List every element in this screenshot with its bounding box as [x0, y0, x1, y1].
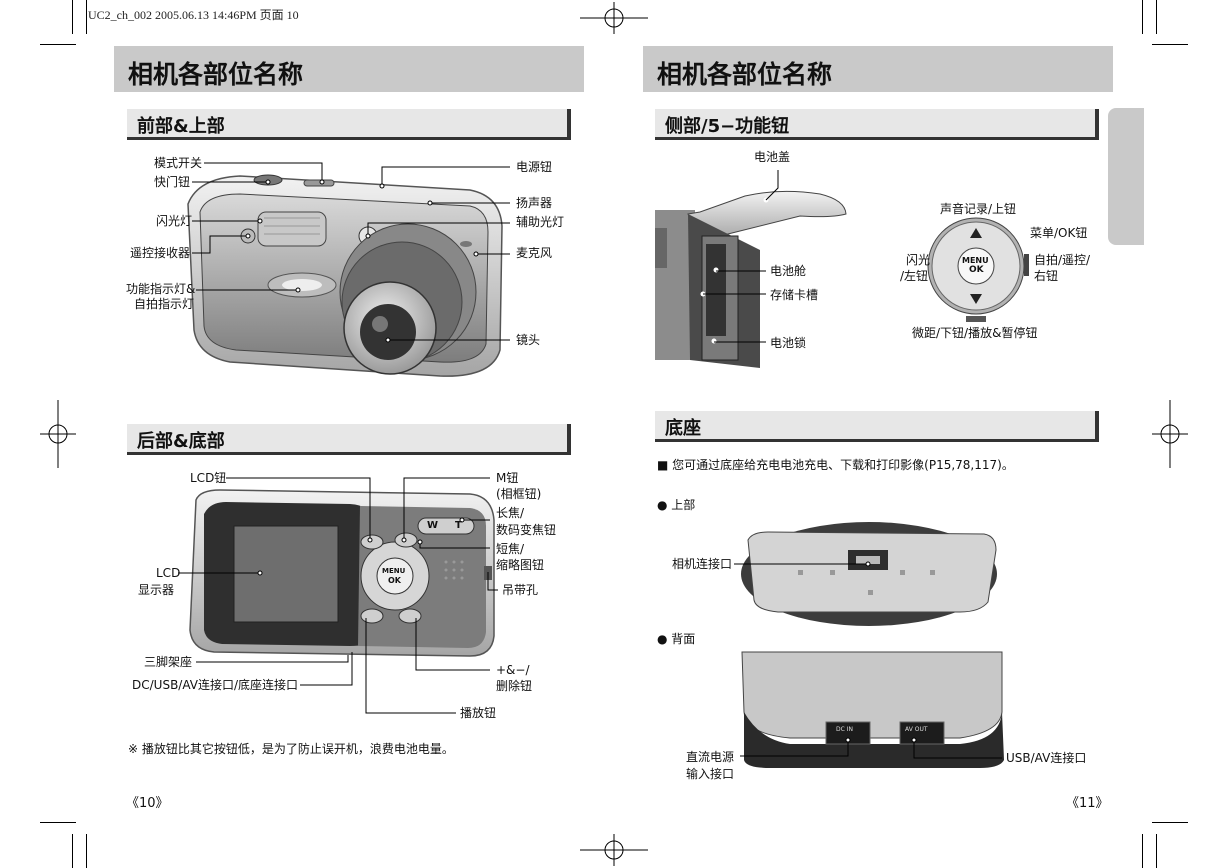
label-flash-left-1: 闪光 — [906, 253, 931, 267]
crop-mark — [1156, 0, 1157, 34]
back-menu-key-label: MENU — [382, 567, 406, 575]
label-af-lamp: 辅助光灯 — [516, 215, 565, 229]
label-self-right-2: 右钮 — [1034, 269, 1059, 283]
label-battery-lock: 电池锁 — [770, 336, 807, 350]
menu-key-label: MENU — [962, 256, 989, 265]
label-menu-ok: 菜单/OK钮 — [1030, 226, 1088, 240]
page-title-left-text: 相机各部位名称 — [128, 60, 304, 89]
label-plusminus-1: +&−/ — [496, 663, 530, 677]
label-voice-up: 声音记录/上钮 — [940, 202, 1017, 216]
avout-port-label: AV OUT — [905, 726, 928, 733]
label-flash-left-2: /左钮 — [900, 269, 929, 283]
section-back-bottom-title: 后部&底部 — [137, 431, 225, 452]
label-mode-switch: 模式开关 — [154, 156, 203, 170]
label-function-lamp-2: 自拍指示灯 — [134, 297, 195, 311]
cradle-top-illustration — [741, 522, 997, 626]
label-lcd-2: 显示器 — [138, 583, 175, 597]
section-front-top: 前部&上部 — [127, 109, 571, 140]
section-side-5function: 侧部/5−功能钮 — [655, 109, 1099, 140]
cradle-back-heading: ● 背面 — [657, 632, 696, 646]
five-function-pad-illustration — [927, 217, 1029, 322]
label-play: 播放钮 — [460, 706, 497, 720]
crop-mark — [86, 0, 87, 34]
label-plusminus-2: 删除钮 — [496, 679, 533, 693]
label-tele-1: 长焦/ — [496, 506, 525, 520]
page-number-left: 《10》 — [126, 796, 169, 811]
page-title-right-text: 相机各部位名称 — [657, 60, 833, 89]
label-usb-av: USB/AV连接口 — [1006, 751, 1087, 765]
label-remote-receiver: 遥控接收器 — [130, 246, 191, 260]
section-front-top-title: 前部&上部 — [137, 116, 225, 137]
crop-mark — [40, 822, 76, 823]
print-header: UC2_ch_002 2005.06.13 14:46PM 页面 10 — [88, 8, 299, 22]
section-back-bottom: 后部&底部 — [127, 424, 571, 455]
w-key-label: W — [427, 520, 439, 531]
label-camera-port: 相机连接口 — [672, 557, 733, 571]
page-title-left: 相机各部位名称 — [114, 46, 584, 92]
label-lens: 镜头 — [516, 333, 541, 347]
side-camera-illustration — [655, 190, 847, 368]
label-mic: 麦克风 — [516, 246, 553, 260]
label-flash: 闪光灯 — [156, 214, 193, 228]
label-macro-down: 微距/下钮/播放&暂停钮 — [912, 326, 1038, 340]
label-function-lamp-1: 功能指示灯& — [126, 282, 196, 296]
label-battery-chamber: 电池舱 — [770, 264, 807, 278]
crop-mark — [1156, 834, 1157, 868]
cradle-intro: ■ 您可通过底座给充电电池充电、下载和打印影像(P15,78,117)。 — [657, 458, 1014, 472]
cradle-back-illustration — [741, 651, 1004, 768]
ok-key-label: OK — [969, 265, 984, 275]
label-dc-in-1: 直流电源 — [686, 750, 735, 764]
left-page-note: ※ 播放钮比其它按钮低，是为了防止误开机，浪费电池电量。 — [128, 742, 454, 756]
label-strap: 吊带孔 — [502, 583, 539, 597]
t-key-label: T — [455, 520, 462, 531]
crop-mark — [1142, 834, 1143, 868]
label-tele-2: 数码变焦钮 — [496, 523, 557, 537]
crop-mark — [86, 834, 87, 868]
section-cradle: 底座 — [655, 411, 1099, 442]
section-side-title: 侧部/5−功能钮 — [665, 116, 790, 137]
back-ok-key-label: OK — [388, 576, 401, 585]
cradle-top-heading: ● 上部 — [657, 498, 696, 512]
label-battery-cover: 电池盖 — [754, 150, 791, 164]
label-dc-port: DC/USB/AV连接口/底座连接口 — [132, 678, 299, 692]
page-title-right: 相机各部位名称 — [643, 46, 1113, 92]
front-camera-illustration — [187, 174, 503, 377]
label-power: 电源钮 — [516, 160, 553, 174]
crop-mark — [1152, 822, 1188, 823]
label-shutter: 快门钮 — [154, 175, 191, 189]
page-number-right: 《11》 — [1066, 796, 1109, 811]
label-wide-2: 缩略图钮 — [496, 558, 545, 572]
crop-mark — [1152, 44, 1188, 45]
section-cradle-title: 底座 — [665, 418, 701, 439]
crop-mark — [40, 44, 76, 45]
crop-mark — [1142, 0, 1143, 34]
label-speaker: 扬声器 — [516, 196, 553, 210]
label-card-slot: 存储卡槽 — [770, 288, 819, 302]
label-lcd-button: LCD钮 — [190, 471, 227, 485]
back-camera-illustration — [189, 489, 495, 657]
crop-mark — [72, 0, 73, 34]
chapter-side-tab — [1108, 108, 1144, 245]
label-m-button-2: (相框钮) — [496, 487, 542, 501]
crop-mark — [72, 834, 73, 868]
dcin-port-label: DC IN — [836, 726, 853, 733]
label-tripod: 三脚架座 — [144, 655, 193, 669]
label-self-right-1: 自拍/遥控/ — [1034, 253, 1091, 267]
label-dc-in-2: 输入接口 — [686, 767, 735, 781]
label-lcd-1: LCD — [156, 566, 181, 580]
label-wide-1: 短焦/ — [496, 542, 525, 556]
label-m-button-1: M钮 — [496, 471, 519, 485]
